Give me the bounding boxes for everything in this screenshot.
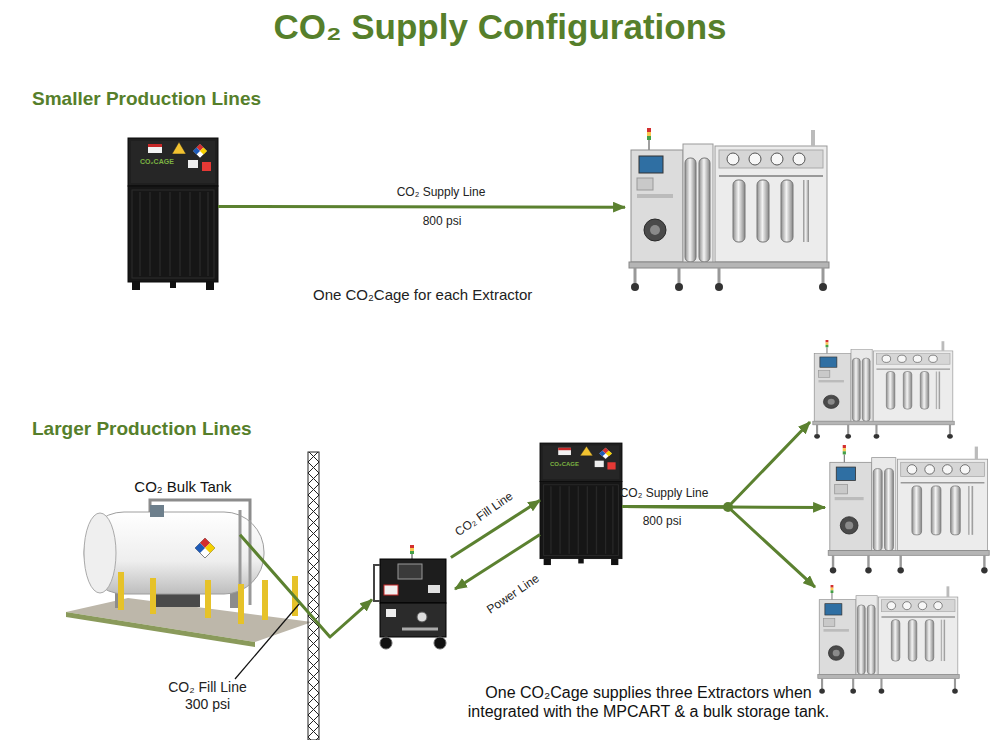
bollard — [118, 572, 124, 610]
section-heading: Smaller Production Lines — [32, 88, 432, 111]
annotation-label: One CO₂Cage for each Extractor — [313, 286, 613, 304]
grass-edge — [66, 612, 255, 647]
extractor-unit — [813, 340, 954, 439]
leader-line — [235, 603, 300, 679]
equipment-node: CO₂CAGE — [128, 138, 218, 290]
equipment-node: CO₂ Bulk Tank — [70, 478, 240, 640]
equipment-node: CO₂CAGE — [540, 443, 622, 565]
co2cage-unit — [128, 138, 218, 290]
annotation-label: CO₂ Fill Line 300 psi — [160, 679, 255, 713]
wall — [308, 452, 319, 740]
tank-piping — [150, 500, 250, 520]
nfpa-yellow — [205, 543, 215, 553]
annotation-label: One CO₂Cage supplies three Extractors wh… — [456, 683, 841, 721]
node-text: CO₂CAGE — [550, 461, 610, 468]
nfpa-diamond — [195, 538, 215, 558]
line-label: CO₂ Fill Line — [452, 489, 515, 539]
mpcart-unit — [374, 545, 446, 649]
node-text: CO₂CAGE — [140, 158, 210, 166]
supply-line — [240, 535, 372, 637]
node-text: CO₂ Bulk Tank — [126, 478, 240, 496]
diagram-title: CO₂ Supply Configurations — [0, 6, 1000, 48]
bollard — [150, 578, 156, 614]
equipment-node — [825, 445, 990, 575]
bollard — [262, 580, 268, 620]
equipment-node — [815, 585, 960, 695]
extractor-unit — [629, 128, 829, 291]
co2cage-unit — [540, 443, 622, 565]
annotation-label: 800 psi — [612, 514, 712, 528]
annotation-label: 800 psi — [392, 214, 492, 228]
extractor-unit — [828, 445, 989, 573]
line-label: CO₂ Supply Line — [620, 486, 709, 500]
section-heading: Larger Production Lines — [32, 418, 432, 441]
line-label: Power Line — [484, 571, 542, 617]
tank-valve-box — [150, 505, 164, 517]
bollard — [205, 580, 211, 618]
tank-body — [84, 512, 264, 594]
line-label: CO₂ Supply Line — [397, 185, 486, 199]
supply-line — [218, 205, 625, 209]
tank-end — [84, 513, 116, 593]
bollard — [238, 584, 244, 624]
equipment-node — [810, 340, 955, 440]
nfpa-blue — [195, 543, 205, 553]
extractor-unit — [818, 585, 959, 694]
equipment-node — [625, 128, 830, 293]
equipment-node — [372, 545, 455, 650]
